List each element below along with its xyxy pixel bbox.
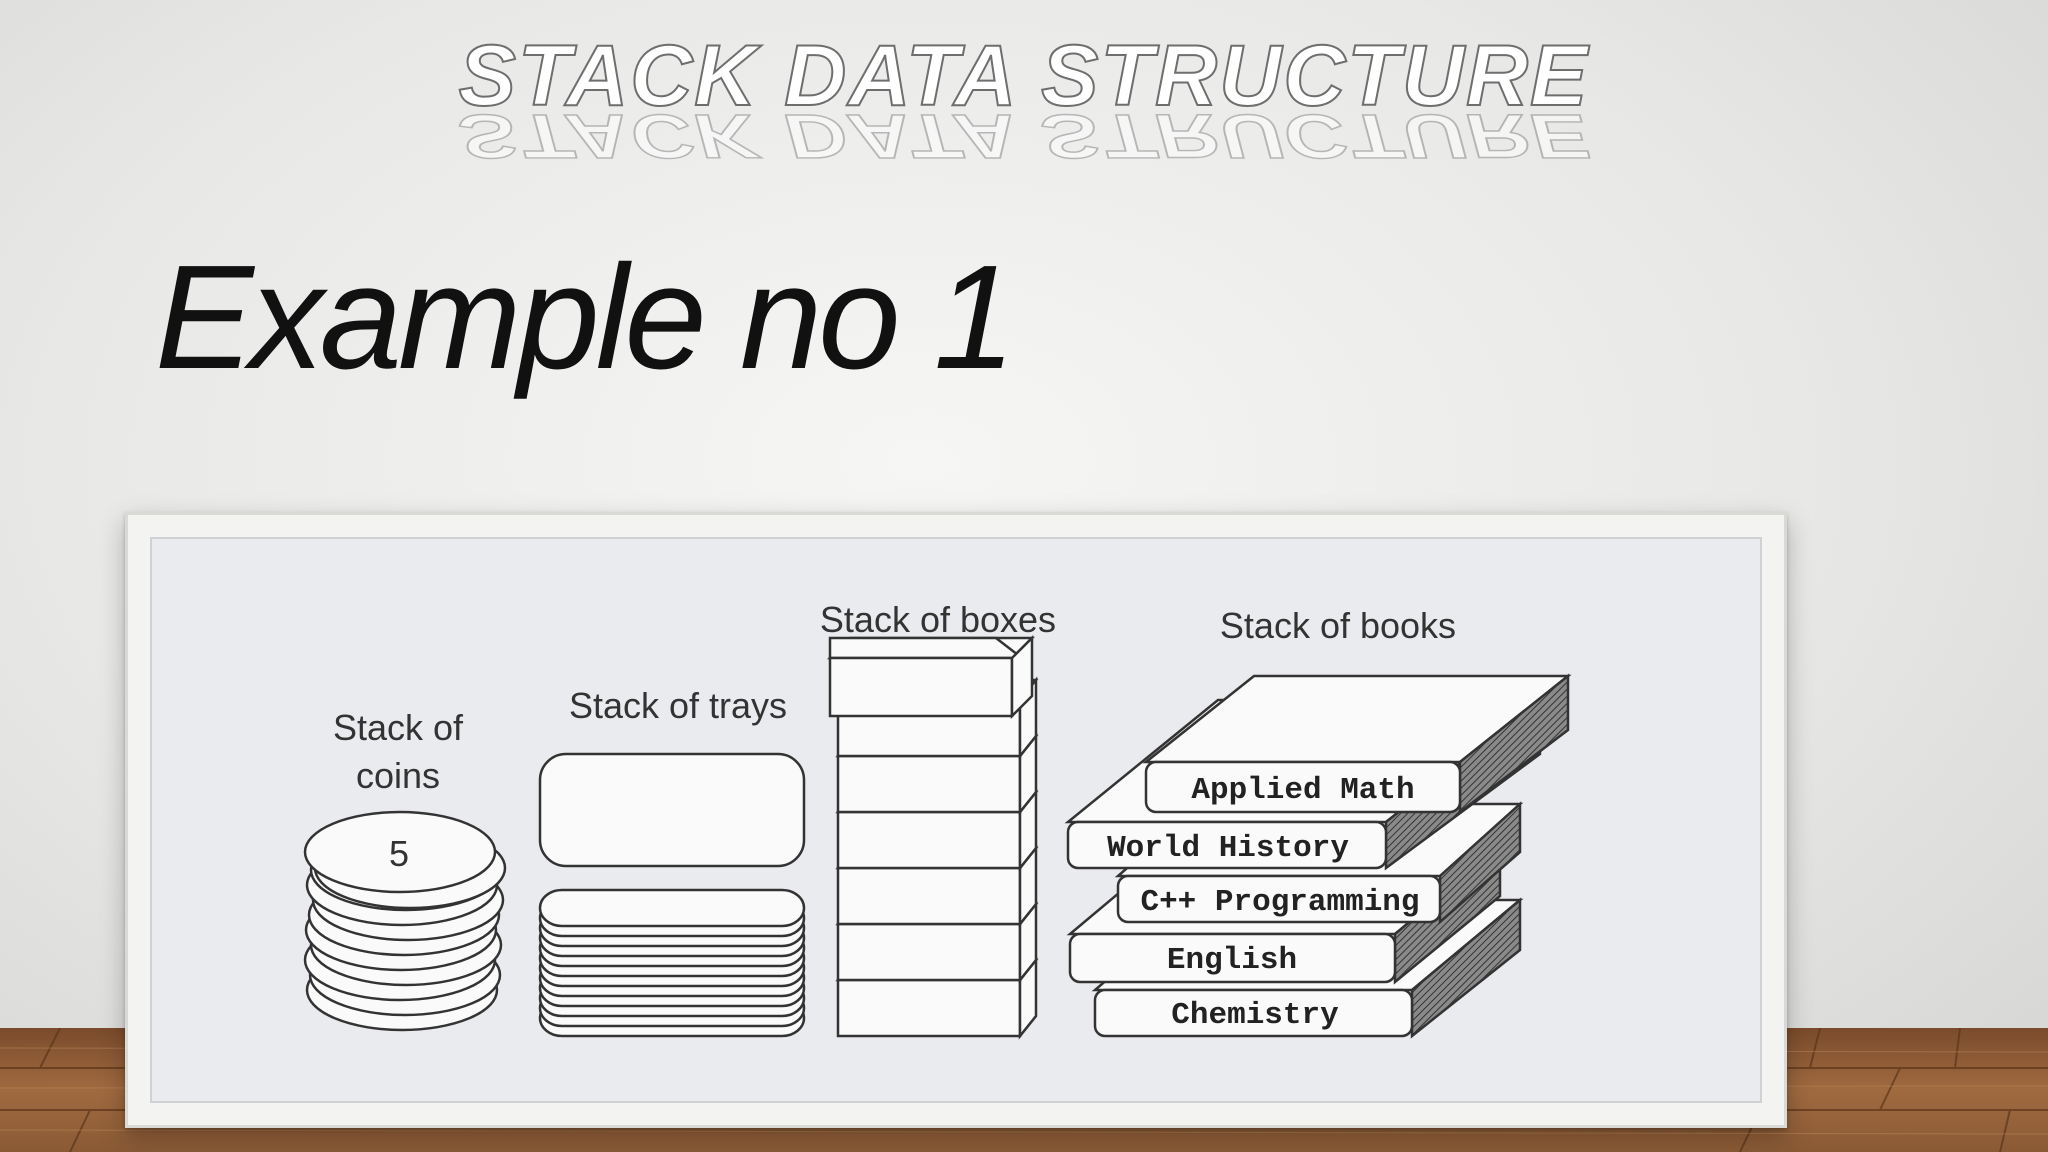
title-area: STACK DATA STRUCTURE STACK DATA STRUCTUR… (0, 27, 2048, 178)
book-title-applied-math: Applied Math (1191, 773, 1414, 808)
trays-label: Stack of trays (569, 685, 787, 726)
box-stack (826, 634, 1039, 1040)
books-label: Stack of books (1220, 605, 1456, 646)
book-stack (1064, 673, 1572, 1039)
coin-stack (303, 810, 507, 1032)
tray-stack (538, 752, 806, 1038)
book-title-english: English (1167, 943, 1297, 978)
boxes-label: Stack of boxes (820, 599, 1056, 640)
book-title-cpp-programming: C++ Programming (1140, 885, 1419, 920)
slide-title: STACK DATA STRUCTURE (458, 27, 1590, 125)
book-title-world-history: World History (1107, 831, 1349, 866)
slide-subtitle: Example no 1 (155, 235, 1016, 400)
book-title-chemistry: Chemistry (1171, 998, 1339, 1033)
top-coin-value: 5 (389, 833, 409, 874)
coins-label-line1: Stack of (333, 707, 464, 748)
coins-label-line2: coins (356, 755, 440, 796)
